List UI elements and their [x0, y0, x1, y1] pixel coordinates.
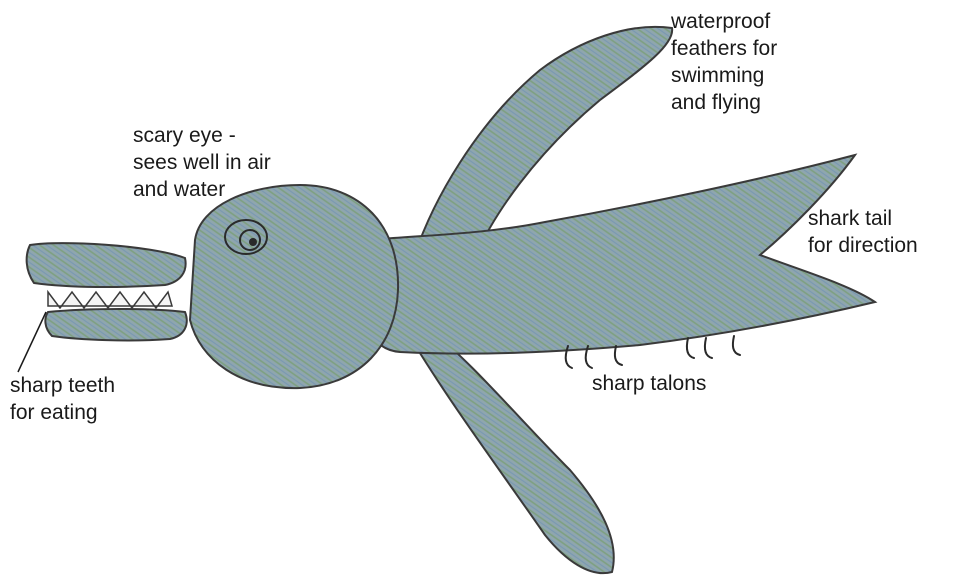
label-line: scary eye -: [133, 122, 271, 149]
body-and-tail: [367, 155, 875, 354]
label-shark-tail: shark tail for direction: [808, 205, 918, 259]
label-line: swimming: [671, 62, 777, 89]
label-line: and flying: [671, 89, 777, 116]
label-line: and water: [133, 176, 271, 203]
teeth: [48, 292, 172, 308]
label-line: feathers for: [671, 35, 777, 62]
label-scary-eye: scary eye - sees well in air and water: [133, 122, 271, 203]
label-line: waterproof: [671, 8, 777, 35]
label-line: sees well in air: [133, 149, 271, 176]
label-line: for direction: [808, 232, 918, 259]
label-line: for eating: [10, 399, 115, 426]
lower-jaw: [45, 309, 186, 340]
label-waterproof-feathers: waterproof feathers for swimming and fly…: [671, 8, 777, 116]
label-line: shark tail: [808, 205, 918, 232]
head: [190, 185, 398, 388]
teeth-pointer-line: [18, 312, 46, 372]
upper-jaw: [27, 243, 186, 287]
label-line: sharp teeth: [10, 372, 115, 399]
label-sharp-talons: sharp talons: [592, 370, 706, 397]
label-line: sharp talons: [592, 370, 706, 397]
label-sharp-teeth: sharp teeth for eating: [10, 372, 115, 426]
lower-wing: [415, 330, 614, 573]
